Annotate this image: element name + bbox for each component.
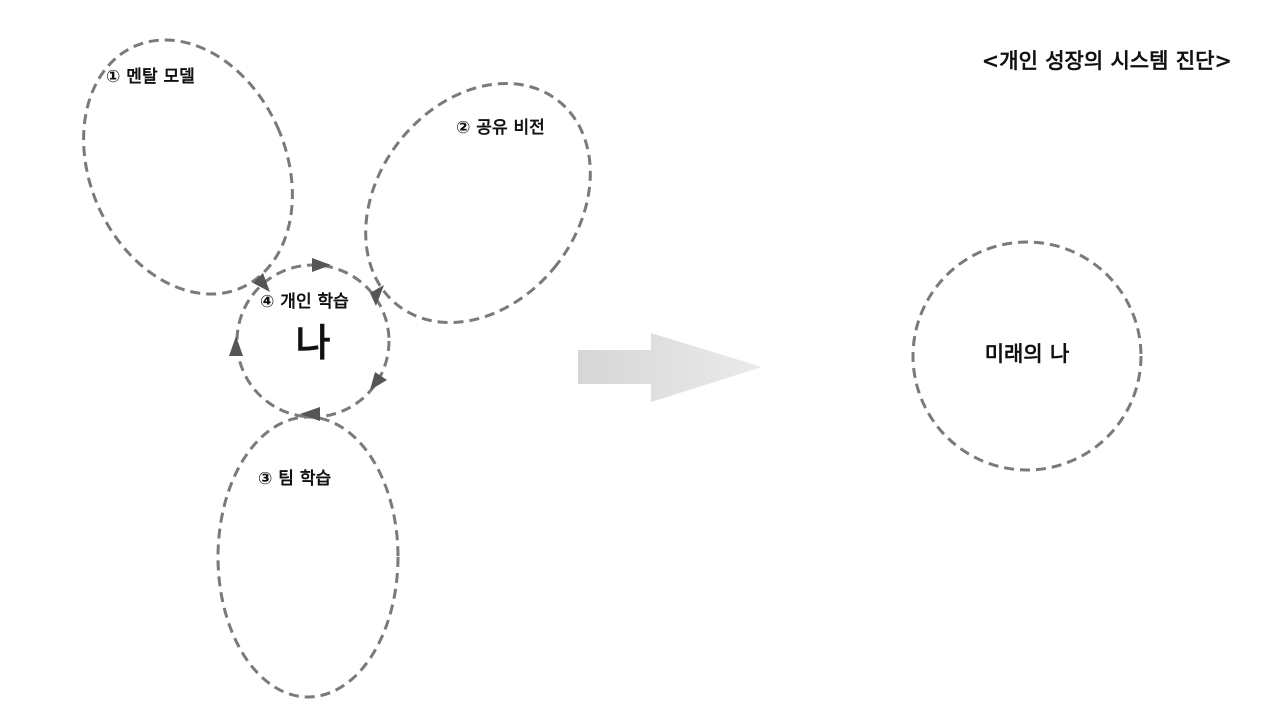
shared-vision-loop: [364, 81, 592, 325]
future-self-circle: [911, 240, 1143, 472]
page-title: <개인 성장의 시스템 진단>: [982, 49, 1232, 73]
self-label: 나: [296, 321, 331, 365]
flow-arrowhead-lower-right: [370, 372, 387, 390]
transition-arrow: [578, 333, 762, 402]
future-self-label: 미래의 나: [985, 342, 1070, 366]
personal-learning-label: ④ 개인 학습: [260, 292, 349, 312]
flow-arrowhead-upper-left: [253, 273, 270, 292]
team-learning-loop: [216, 415, 400, 699]
shared-vision-label: ② 공유 비전: [456, 118, 545, 138]
flow-arrowhead-bottom: [300, 407, 320, 421]
mental-model-label: ① 멘탈 모델: [106, 66, 195, 87]
team-learning-label: ③ 팀 학습: [258, 469, 332, 489]
flow-arrowhead-right: [370, 285, 384, 306]
mental-model-loop: [82, 38, 294, 296]
flow-arrowhead-left: [229, 336, 243, 356]
flow-arrowhead-top: [312, 258, 331, 272]
